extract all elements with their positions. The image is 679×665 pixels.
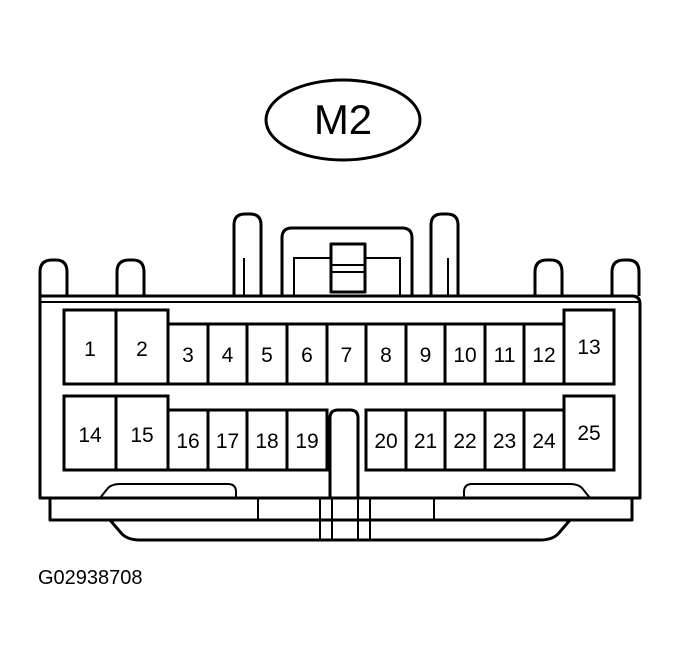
- pin-number: 25: [577, 422, 600, 445]
- pin-number: 14: [78, 424, 102, 447]
- pin-6: 6: [285, 322, 329, 386]
- bottom-lip: [108, 518, 572, 542]
- pin-number: 18: [255, 430, 278, 453]
- pin-number: 22: [453, 430, 476, 453]
- pin-number: 7: [341, 344, 353, 367]
- pin-number: 17: [216, 430, 239, 453]
- pin-cavity: [364, 322, 408, 386]
- pin-14: 14: [62, 394, 118, 472]
- pin-cavity: [443, 322, 487, 386]
- pin-cavity: [404, 322, 447, 386]
- pin-9: 9: [404, 322, 447, 386]
- pin-13: 13: [562, 308, 616, 386]
- pin-7: 7: [325, 322, 368, 386]
- pin-number: 20: [374, 430, 397, 453]
- pin-25: 25: [562, 394, 616, 472]
- pin-cavity: [562, 394, 616, 472]
- pin-number: 11: [494, 344, 516, 367]
- pin-2: 2: [114, 308, 170, 386]
- pin-cavity: [522, 322, 566, 386]
- pin-number: 9: [420, 344, 432, 367]
- pin-number: 6: [301, 344, 313, 367]
- pin-number: 24: [532, 430, 556, 453]
- connector-label-ellipse: [264, 78, 422, 162]
- pin-23: 23: [483, 408, 526, 472]
- connector-label: M2: [314, 96, 372, 143]
- pin-16: 16: [166, 408, 210, 472]
- figure-code: G02938708: [38, 567, 143, 589]
- pin-number: 10: [453, 344, 476, 367]
- pin-12: 12: [522, 322, 566, 386]
- pin-number: 3: [182, 344, 194, 367]
- pin-number: 16: [176, 430, 199, 453]
- pin-11: 11: [483, 322, 526, 386]
- pin-18: 18: [245, 408, 289, 472]
- pin-cavity: [483, 322, 526, 386]
- bottom-flange: [48, 496, 634, 522]
- connector-top-features: [38, 212, 641, 296]
- pin-10: 10: [443, 322, 487, 386]
- pin-cavity: [483, 408, 526, 472]
- pin-22: 22: [443, 408, 487, 472]
- pin-5: 5: [245, 322, 289, 386]
- pin-4: 4: [206, 322, 249, 386]
- pin-number: 13: [577, 336, 600, 359]
- pin-cavity: [245, 322, 289, 386]
- pin-cavity: [522, 408, 566, 472]
- pin-cavity: [245, 408, 289, 472]
- pin-number: 8: [380, 344, 392, 367]
- pin-number: 12: [532, 344, 555, 367]
- pin-15: 15: [114, 394, 170, 472]
- pin-cavity: [166, 408, 210, 472]
- pin-19: 19: [285, 408, 329, 472]
- pin-cavity: [562, 308, 616, 386]
- pin-cavity: [206, 322, 249, 386]
- pin-number: 4: [222, 344, 234, 367]
- pin-3: 3: [166, 322, 210, 386]
- pin-20: 20: [364, 408, 408, 472]
- pin-cavity: [285, 408, 329, 472]
- pin-17: 17: [206, 408, 249, 472]
- pin-number: 1: [84, 338, 96, 361]
- pin-number: 2: [136, 338, 148, 361]
- pin-number: 5: [261, 344, 273, 367]
- pin-1: 1: [62, 308, 118, 386]
- center-slot: [328, 408, 360, 498]
- pin-8: 8: [364, 322, 408, 386]
- pin-number: 15: [130, 424, 153, 447]
- pin-24: 24: [522, 408, 566, 472]
- pin-cavity: [206, 408, 249, 472]
- pin-number: 23: [493, 430, 516, 453]
- pin-21: 21: [404, 408, 447, 472]
- pin-number: 19: [295, 430, 318, 453]
- pin-number: 21: [414, 430, 437, 453]
- pin-cavity: [443, 408, 487, 472]
